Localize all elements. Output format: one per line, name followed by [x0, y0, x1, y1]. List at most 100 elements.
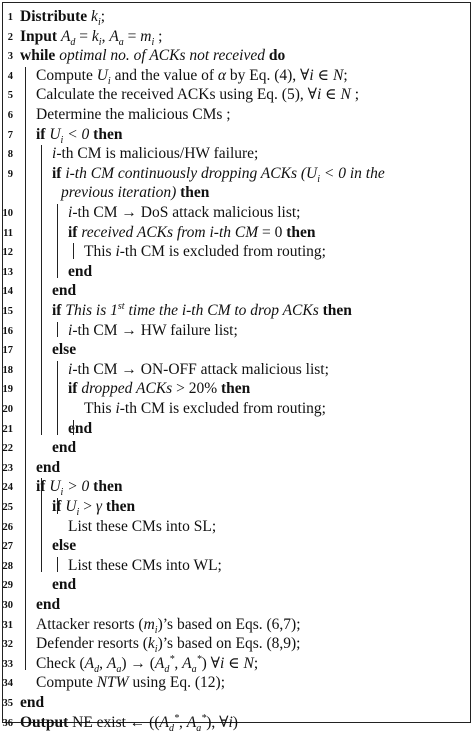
code-token: NE exist ← ((: [72, 714, 159, 731]
block-indent-bar: [73, 243, 74, 259]
code-token: = 0: [258, 224, 286, 241]
token-superscript: st: [117, 300, 125, 312]
code-token: < 0: [63, 126, 89, 143]
code-token: by Eq. (4), ∀: [226, 67, 310, 84]
line-code: end: [36, 595, 60, 615]
token-subscript: i: [154, 624, 158, 636]
token-text: N: [332, 66, 344, 84]
token-text: m: [143, 615, 155, 633]
code-token: > 0: [63, 478, 89, 495]
code-token: -th CM is malicious/HW failure;: [56, 145, 258, 162]
line-number: 28: [2, 560, 14, 572]
line-code: while optimal no. of ACKs not received d…: [20, 46, 285, 66]
token-text: A: [159, 713, 169, 731]
code-token: received ACKs from i-th CM: [81, 224, 258, 241]
code-token: and the value of: [111, 67, 218, 84]
token-text: then: [286, 223, 316, 241]
token-text: k: [147, 635, 155, 653]
code-token: then: [319, 302, 352, 319]
token-superscript: *: [201, 712, 207, 724]
line-code: end: [52, 281, 76, 301]
token-text: )’s based on Eqs. (6,7);: [157, 615, 301, 633]
code-token: Ad*: [159, 712, 179, 733]
line-code: end: [52, 438, 76, 458]
token-text: optimal no. of ACKs not received: [59, 47, 265, 65]
code-token: end: [52, 439, 76, 456]
token-text: Check (: [36, 654, 85, 672]
line-code: Check (Ad, Aa) → (Ad*, Aa*) ∀i ∈ N;: [36, 654, 258, 674]
line-code: end: [52, 575, 76, 595]
token-text: Calculate the received ACKs using Eq. (5…: [36, 86, 317, 104]
code-token: Distribute: [20, 8, 91, 25]
token-subscript: d: [164, 663, 170, 675]
token-text: < 0: [63, 125, 90, 143]
token-text: then: [176, 184, 210, 202]
code-token: ,: [99, 655, 107, 672]
code-token: ;: [343, 67, 347, 84]
line-code: Defender resorts (ki)’s based on Eqs. (8…: [36, 634, 301, 655]
code-token: Aa: [109, 28, 124, 48]
code-token: ∈: [224, 655, 243, 672]
token-text: do: [264, 47, 286, 65]
line-number: 20: [2, 404, 14, 415]
code-token: then: [102, 498, 135, 515]
line-number: 16: [2, 325, 14, 337]
code-token: if: [68, 380, 81, 397]
line-code: Compute Ui and the value of α by Eq. (4)…: [36, 66, 348, 87]
line-code: List these CMs into WL;: [68, 556, 222, 576]
token-superscript: *: [196, 653, 202, 665]
code-token: Compute: [36, 67, 97, 84]
code-token: end: [68, 420, 92, 437]
token-text: if: [36, 478, 50, 496]
code-token: i: [115, 243, 119, 260]
line-code: if i-th CM continuously dropping ACKs (U…: [52, 164, 385, 185]
token-text: Attacker resorts (: [36, 615, 144, 633]
token-text: k: [91, 27, 99, 45]
line-code: end: [68, 262, 92, 282]
token-text: end: [36, 458, 61, 476]
token-subscript: i: [60, 134, 64, 146]
code-token: -th CM is excluded from routing;: [120, 400, 326, 417]
token-text: ,: [99, 654, 107, 672]
code-token: if: [68, 224, 81, 241]
token-subscript: a: [116, 663, 122, 675]
algorithm-line: 28 List these CMs into WL;: [0, 555, 474, 578]
algorithm-line: 31 Attacker resorts (mi)’s based on Eqs. …: [0, 614, 474, 637]
line-code: Input Ad = ki, Aa = mi ;: [20, 27, 162, 48]
token-text: This is 1: [65, 302, 118, 319]
token-text: m: [140, 27, 152, 45]
code-token: List these CMs into WL;: [68, 557, 222, 574]
algorithm-frame: [2, 2, 471, 723]
code-token: ;: [351, 86, 359, 103]
line-code: else: [52, 340, 76, 360]
token-text: -th CM is excluded from routing;: [119, 400, 326, 417]
token-superscript: *: [173, 712, 179, 724]
token-text: ,: [178, 713, 187, 731]
line-number: 31: [2, 619, 14, 631]
token-subscript: a: [118, 36, 124, 48]
token-text: using Eq. (12);: [128, 674, 226, 692]
code-token: Aa*: [187, 712, 207, 733]
token-text: γ: [95, 498, 102, 515]
line-number: 17: [2, 345, 14, 357]
code-token: Aa*: [182, 653, 202, 674]
code-token: i: [68, 204, 72, 221]
line-code: This i-th CM is excluded from routing;: [84, 242, 326, 262]
code-token: =: [75, 28, 92, 45]
token-text: then: [318, 302, 352, 319]
token-subscript: i: [107, 75, 111, 87]
token-text: Distribute: [20, 8, 92, 25]
token-text: )’s based on Eqs. (8,9);: [157, 635, 301, 653]
token-text: U: [49, 478, 61, 496]
token-text: if: [36, 125, 50, 143]
